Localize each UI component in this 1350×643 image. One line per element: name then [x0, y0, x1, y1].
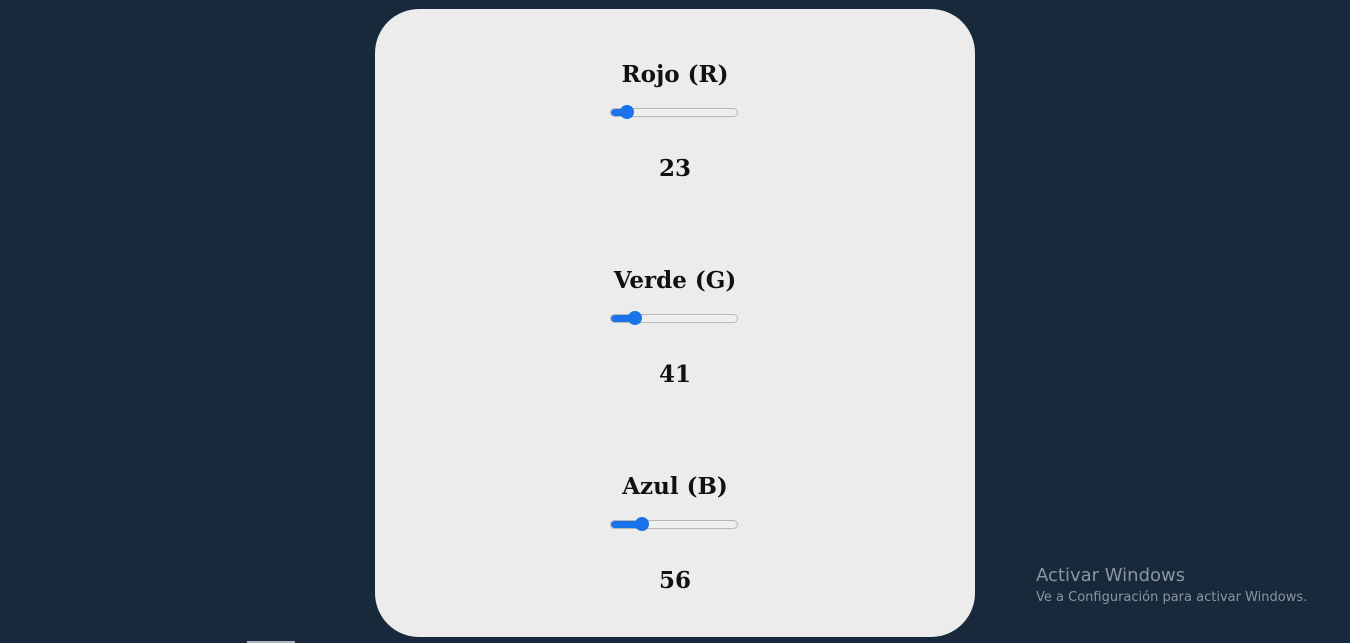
blue-slider[interactable] [610, 516, 738, 532]
red-slider[interactable] [610, 104, 738, 120]
red-slider-fill [611, 109, 629, 116]
blue-slider-track [610, 520, 738, 529]
red-value: 23 [658, 155, 691, 182]
blue-value: 56 [658, 567, 691, 594]
windows-activation-watermark: Activar Windows Ve a Configuración para … [1036, 565, 1307, 608]
green-value: 41 [658, 361, 691, 388]
red-slider-track [610, 108, 738, 117]
red-slider-thumb[interactable] [620, 105, 635, 119]
green-label: Verde (G) [613, 267, 737, 294]
color-panel: Rojo (R) 23 Verde (G) 41 Azul (B) 56 [375, 9, 975, 637]
red-label: Rojo (R) [621, 61, 729, 88]
green-slider[interactable] [610, 310, 738, 326]
green-slider-fill [611, 315, 636, 322]
green-slider-thumb[interactable] [628, 311, 642, 325]
watermark-subtitle: Ve a Configuración para activar Windows. [1036, 590, 1308, 605]
watermark-title: Activar Windows [1036, 565, 1186, 586]
blue-label: Azul (B) [622, 473, 728, 500]
blue-slider-thumb[interactable] [634, 517, 649, 531]
green-slider-track [610, 314, 738, 323]
taskbar-edge [247, 641, 295, 643]
blue-slider-fill [611, 521, 643, 528]
